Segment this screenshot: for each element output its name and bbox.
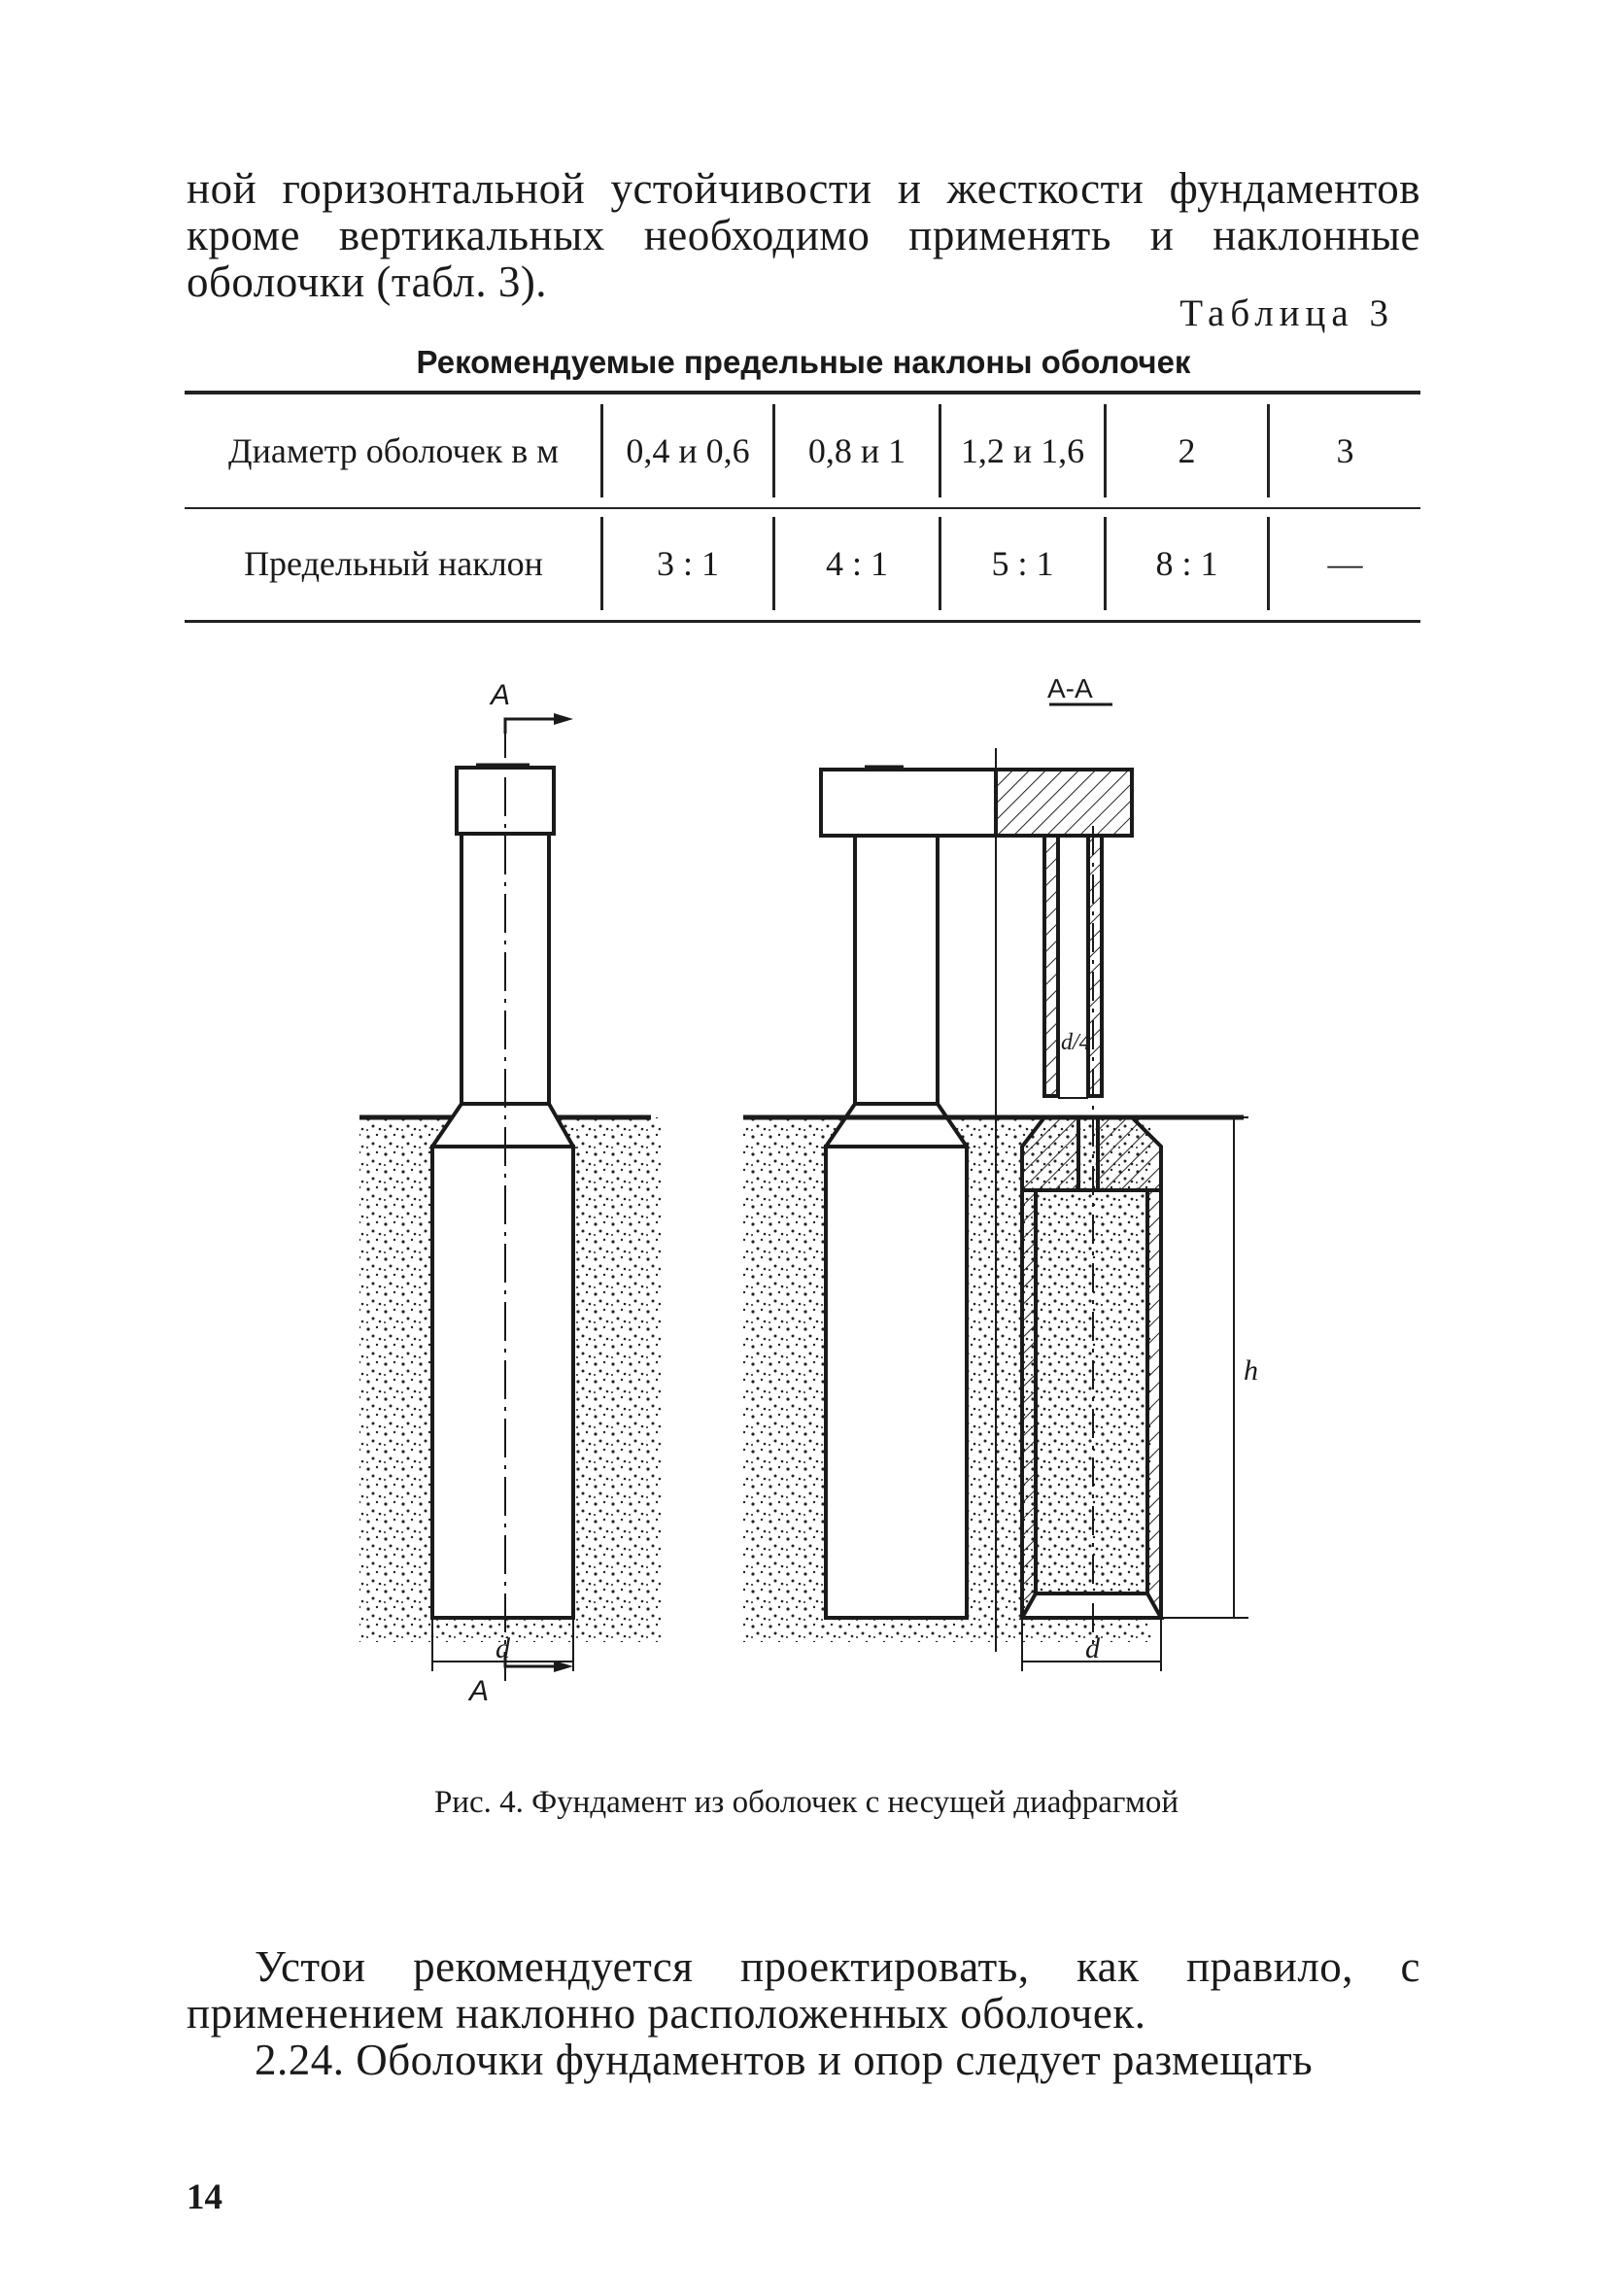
section-mark-top: А [489, 679, 510, 711]
shell-wall-left-upper [1042, 834, 1060, 1098]
figure-caption: Рис. 4. Фундамент из оболочек с несущей … [433, 1785, 1179, 1820]
table-row-header: Предельный наклон [244, 544, 543, 583]
table-title: Рекомендуемые предельные наклоны оболоче… [416, 344, 1191, 380]
table-cell: 0,4 и 0,6 [626, 431, 750, 470]
shell-wall-right-upper [1086, 834, 1104, 1098]
diameter-label-right: d [1085, 1632, 1101, 1664]
col-sep [939, 404, 941, 497]
diameter-label-left: d [495, 1632, 511, 1664]
cap-plain [819, 768, 998, 838]
section-view [743, 703, 1248, 1671]
side-view [359, 713, 661, 1681]
table-middle-rule [185, 507, 1420, 509]
table-cell: 1,2 и 1,6 [960, 431, 1085, 470]
pier-taper [428, 1102, 577, 1148]
outro-paragraph-2: 2.24. Оболочки фундаментов и опор следуе… [255, 2036, 1314, 2084]
table-top-rule [185, 391, 1420, 394]
col-sep [1104, 517, 1107, 610]
table-number-label: Таблица 3 [1179, 292, 1394, 334]
foundation-figure: А А d [359, 673, 1258, 1707]
table-cell: 2 [1178, 431, 1196, 470]
height-label: h [1244, 1354, 1258, 1387]
col-sep [1267, 517, 1270, 610]
diaphragm-right [1096, 1115, 1163, 1192]
shell-bottom-edge [1018, 1592, 1165, 1620]
outro-paragraph-1: Устои рекомендуется проектировать, как п… [187, 1942, 1420, 2038]
shell-left-body [430, 1145, 575, 1620]
cap-section [994, 768, 1134, 838]
section-mark-bottom: А [467, 1675, 489, 1707]
shell-wall-left-lower [1020, 1188, 1038, 1620]
table-cell: 3 [1336, 431, 1354, 470]
table-cell: 8 : 1 [1155, 544, 1218, 583]
col-sep [600, 404, 603, 497]
col-sep [772, 517, 775, 610]
page-number: 14 [187, 2177, 222, 2217]
table-row-header: Диаметр оболочек в м [228, 431, 559, 470]
table-bottom-rule [185, 620, 1420, 623]
section-title: А-А [1047, 673, 1093, 703]
table-cell: — [1327, 544, 1363, 583]
shell-core [1034, 1188, 1149, 1595]
shell-plain-body [824, 1145, 969, 1620]
table-cell: 5 : 1 [991, 544, 1054, 583]
col-sep [1104, 404, 1107, 497]
intro-paragraph: ной горизонтальной устойчивости и жестко… [187, 164, 1420, 306]
table-cell: 4 : 1 [825, 544, 888, 583]
wall-thickness-label: d/4 [1061, 1030, 1091, 1055]
table-cell: 0,8 и 1 [807, 431, 906, 470]
outro-paragraphs: Устои рекомендуется проектировать, как п… [187, 1943, 1420, 2083]
col-sep [1267, 404, 1270, 497]
col-sep [772, 404, 775, 497]
col-sep [939, 517, 941, 610]
table-cell: 3 : 1 [656, 544, 719, 583]
col-sep [600, 517, 603, 610]
shell-wall-right-lower [1145, 1188, 1163, 1620]
